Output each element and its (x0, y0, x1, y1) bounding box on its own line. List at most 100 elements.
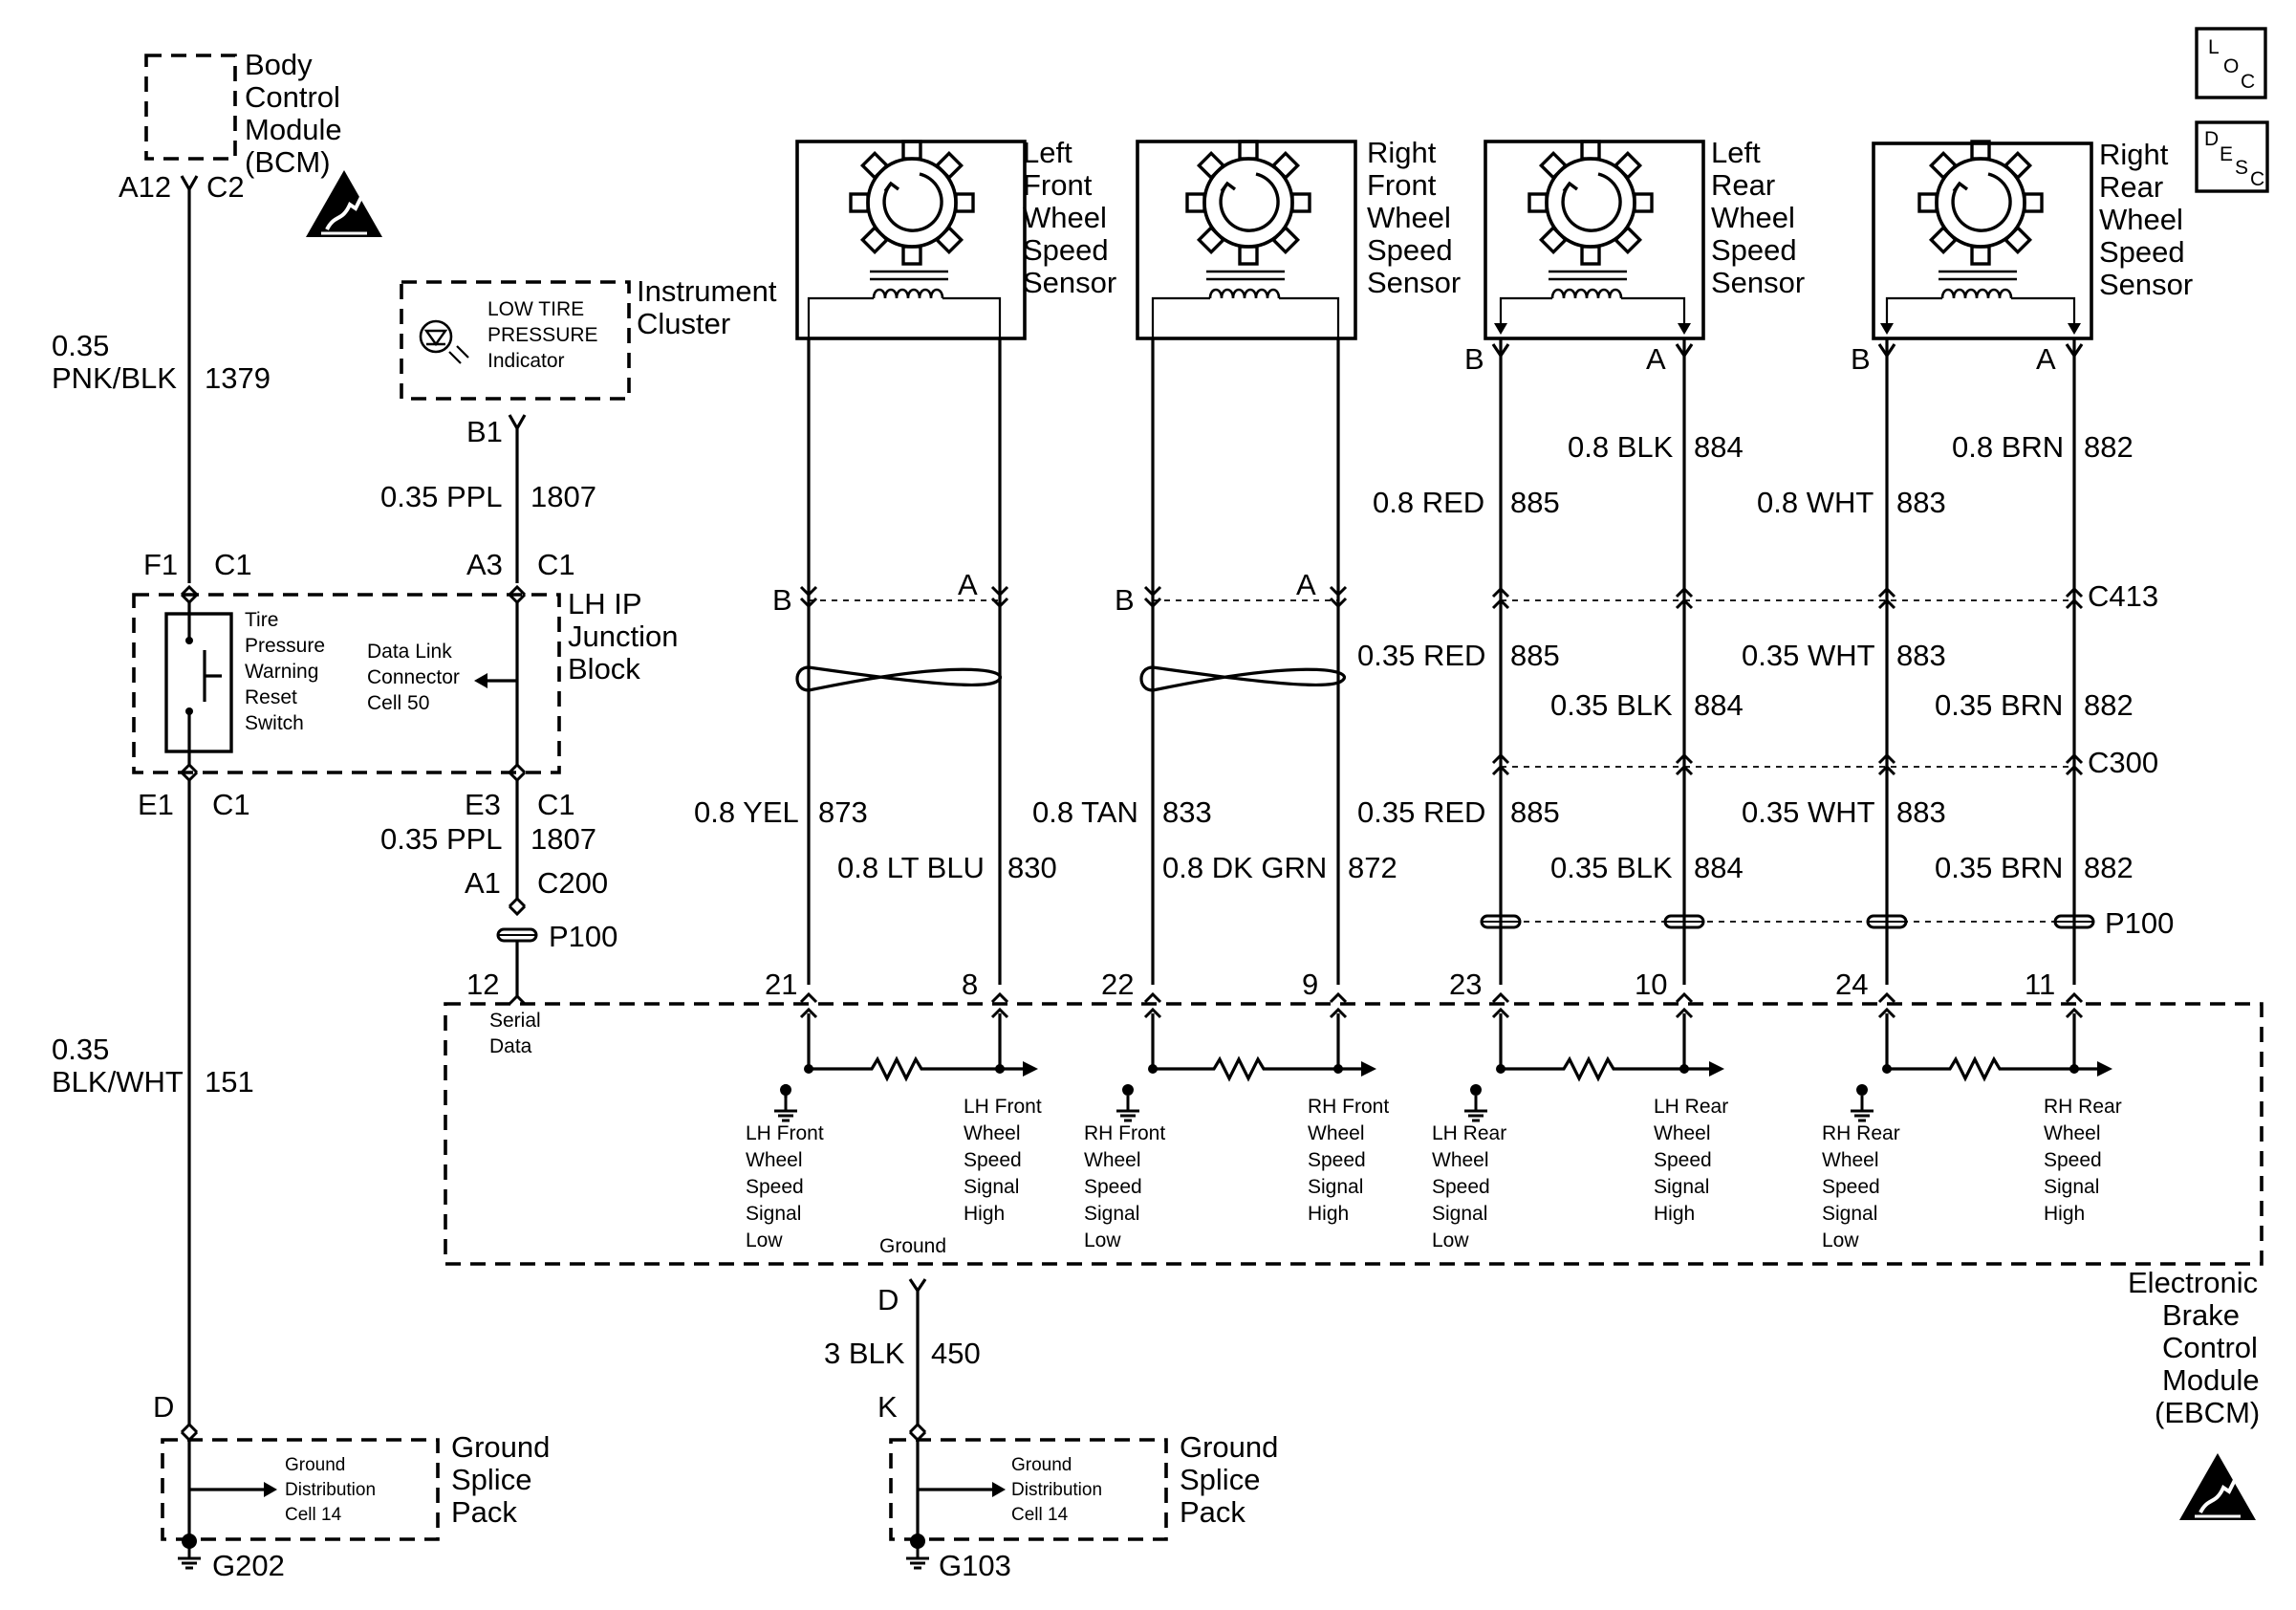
rr-brn-top: 0.8 BRN (1952, 430, 2064, 464)
splice-left-cell-2: Distribution (285, 1480, 376, 1500)
splice-left-cell-3: Cell 14 (285, 1505, 342, 1525)
rr-brn-low-c: 882 (2084, 851, 2134, 884)
sig-rf-high-3: Speed (1308, 1149, 1366, 1171)
reset-switch-symbol (164, 612, 233, 753)
bcm-pin-c2: C2 (206, 170, 245, 204)
sig-rr-low-1: RH Rear (1822, 1122, 1900, 1144)
serial-text-1: Serial (489, 1010, 541, 1032)
lf-high-label: 0.8 LT BLU (837, 851, 985, 884)
jb-c1-top-right: C1 (537, 548, 575, 581)
sig-lf-high-3: Speed (964, 1149, 1022, 1171)
ebcm-ground-wire: 3 BLK (824, 1337, 905, 1370)
sensor-lf-name-4: Speed (1023, 233, 1109, 267)
lr-pin-a: A (1646, 342, 1666, 376)
rf-pin-b: B (1115, 583, 1135, 617)
sig-lr-high-3: Speed (1654, 1149, 1712, 1171)
indicator-text-2: PRESSURE (487, 324, 598, 346)
ground-g202-icon (176, 1541, 203, 1570)
sensor-lf-name-3: Wheel (1023, 201, 1107, 234)
sensor-lr-name-5: Sensor (1711, 266, 1805, 299)
sensor-coil-icon (1937, 270, 2019, 300)
sensor-gear-icon (1917, 140, 2044, 266)
loc-badge[interactable]: L O C (2195, 27, 2267, 99)
connector-c300: C300 (2088, 746, 2158, 779)
sig-lr-high-5: High (1654, 1203, 1695, 1225)
desc-letter-d: D (2204, 128, 2219, 150)
splice-left-name-1: Ground (451, 1430, 550, 1464)
desc-badge[interactable]: D E S C (2195, 120, 2269, 193)
switch-text-5: Switch (245, 712, 304, 734)
ground-icon (1849, 1094, 1875, 1122)
cluster-name-1: Instrument (637, 274, 777, 308)
rr-wht-top-c: 883 (1896, 486, 1946, 519)
lr-blk-mid: 0.35 BLK (1550, 688, 1673, 722)
pin-a1: A1 (465, 866, 501, 900)
ebcm-ground-circuit: 450 (931, 1337, 981, 1370)
ground-splice-pack-mid: Ground Distribution Cell 14 Ground Splic… (889, 1430, 1278, 1582)
ebcm-ground-wire-450: D 3 BLK 450 K (824, 1278, 981, 1442)
ebcm-pin-21: 21 (765, 968, 797, 1001)
sensor-lr-name-3: Wheel (1711, 201, 1795, 234)
serial-p100: P100 (549, 920, 617, 953)
sensor-lf-name-5: Sensor (1023, 266, 1116, 299)
sig-rr-low-5: Low (1822, 1229, 1859, 1251)
sensor-lr-name-4: Speed (1711, 233, 1797, 267)
lr-blk-mid-c: 884 (1694, 688, 1744, 722)
sig-lr-high-2: Wheel (1654, 1122, 1711, 1144)
jb-pin-e3: E3 (465, 788, 501, 821)
sensor-coil-icon (1547, 270, 1629, 300)
ground-icon (1462, 1094, 1489, 1122)
twisted-pair-symbol-rf (1139, 665, 1347, 692)
indicator-text-3: Indicator (487, 350, 565, 372)
connector-c200: C200 (537, 866, 608, 900)
ebcm-ground-pin-d: D (877, 1283, 899, 1316)
ground-icon (1115, 1094, 1141, 1122)
ebcm-ground-label: Ground (879, 1235, 946, 1257)
sensor-rr-name-5: Sensor (2099, 268, 2193, 301)
splice-mid-pin-k: K (877, 1390, 898, 1424)
sensor-left-rear: Left Rear Wheel Speed Sensor (1484, 136, 1805, 340)
rr-brn-low: 0.35 BRN (1935, 851, 2063, 884)
bcm-wire-color: PNK/BLK (52, 361, 177, 395)
sig-lf-low-1: LH Front (746, 1122, 824, 1144)
lr-red-low: 0.35 RED (1357, 795, 1485, 829)
sig-lf-high-2: Wheel (964, 1122, 1021, 1144)
gnd-wire-color: BLK/WHT (52, 1065, 184, 1099)
rf-low-label: 0.8 TAN (1032, 795, 1138, 829)
sig-rf-high-5: High (1308, 1203, 1349, 1225)
lf-low-circuit: 873 (818, 795, 868, 829)
sig-rr-low-3: Speed (1822, 1176, 1880, 1198)
sig-lr-high-1: LH Rear (1654, 1096, 1728, 1118)
cluster-wire-1807: 0.35 PPL 1807 (380, 414, 596, 583)
rr-wht-top: 0.8 WHT (1757, 486, 1874, 519)
junction-block-component: F1 C1 A3 C1 LH IP Junction Block Tire Pr… (132, 548, 678, 821)
sensor-right-front: Right Front Wheel Speed Sensor (1136, 136, 1461, 340)
bcm-name-4: (BCM) (245, 145, 331, 179)
rf-pin-a: A (1296, 568, 1316, 601)
lf-low-label: 0.8 YEL (694, 795, 799, 829)
sig-rf-high-1: RH Front (1308, 1096, 1389, 1118)
jb-c1-top-left: C1 (214, 548, 252, 581)
ebcm-name-5: (EBCM) (2155, 1396, 2260, 1429)
bcm-wire-size: 0.35 (52, 329, 109, 362)
jb-pin-f1: F1 (143, 548, 178, 581)
gnd-wire-circuit: 151 (205, 1065, 254, 1099)
sig-rr-low-4: Signal (1822, 1203, 1877, 1225)
desc-letter-s: S (2235, 157, 2248, 179)
indicator-lamp-icon (419, 319, 453, 354)
lr-blk-low: 0.35 BLK (1550, 851, 1673, 884)
sig-rr-high-4: Signal (2044, 1176, 2099, 1198)
lr-red-mid-c: 885 (1510, 639, 1560, 672)
splice-mid-cell-1: Ground (1011, 1455, 1072, 1475)
ebcm-name-2: Brake (2162, 1298, 2240, 1332)
ebcm-internal-circuits (772, 1013, 2112, 1122)
bcm-name-1: Body (245, 48, 313, 81)
lr-blk-top-c: 884 (1694, 430, 1744, 464)
sensor-rf-name-2: Front (1367, 168, 1437, 202)
cluster-pin-b1: B1 (466, 415, 503, 448)
sig-lr-low-4: Signal (1432, 1203, 1487, 1225)
sig-lf-high-4: Signal (964, 1176, 1019, 1198)
sensor-lr-name-2: Rear (1711, 168, 1775, 202)
splice-left-name-3: Pack (451, 1495, 517, 1529)
